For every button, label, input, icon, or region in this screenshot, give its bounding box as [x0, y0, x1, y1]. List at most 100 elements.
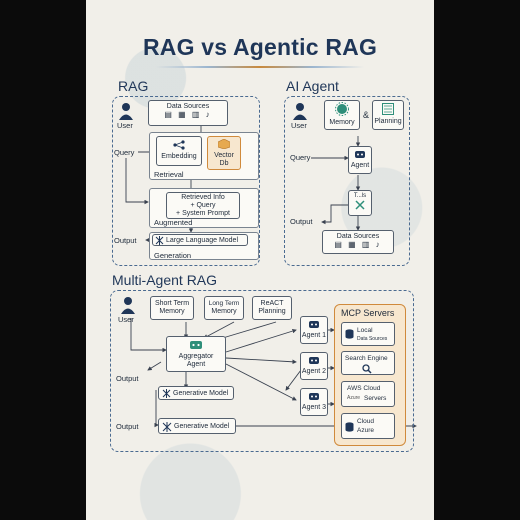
mcp-local-data-sources: Local Data Sources [341, 322, 395, 346]
rag-output-label: Output [114, 236, 137, 245]
robot-icon [309, 393, 319, 400]
azure-sub-label: Azure [347, 395, 361, 401]
agent-1-label: Agent 1 [301, 332, 327, 339]
rag-panel [112, 96, 260, 266]
checklist-icon [382, 103, 394, 115]
page-title: RAG vs Agentic RAG [142, 34, 378, 60]
agent-panel [284, 96, 410, 266]
gen-model-2-label: Generative Model [174, 423, 230, 430]
rag-user-label: User [117, 121, 133, 130]
agent-planning-box: Planning [372, 100, 404, 130]
agent-3-label: Agent 3 [301, 404, 327, 411]
gen-model-2-box: Generative Model [158, 418, 236, 434]
database-icon [345, 329, 354, 339]
mcp-cloud-azure: Cloud Azure [341, 413, 395, 439]
aws-line-1: AWS Cloud [347, 385, 381, 392]
agent-3-box: Agent 3 [300, 388, 328, 416]
rag-retrieval-label: Retrieval [154, 170, 184, 179]
local-line-1: Local [357, 327, 373, 334]
short-term-line-1: Short Term [154, 300, 190, 307]
cube-icon [217, 138, 231, 150]
search-engine-label: Search Engine [345, 355, 388, 362]
rag-data-sources-label: Data Sources [166, 103, 210, 110]
poster: RAG vs Agentic RAG [86, 0, 434, 520]
mcp-servers-title: MCP Servers [341, 308, 395, 318]
aggregator-agent-box: Aggregator Agent [166, 336, 226, 372]
data-source-icons: ▤ ▦ ▥ ♪ [334, 240, 382, 249]
rag-embedding-box: Embedding [156, 136, 202, 166]
model-network-icon [155, 236, 164, 245]
rag-vector-label-1: Vector [214, 152, 234, 159]
agent-label: Agent [350, 162, 370, 169]
mcp-servers-panel: MCP Servers Local Data Sources Search En… [334, 304, 406, 446]
aggregator-line-2: Agent [186, 361, 206, 368]
agent-data-sources-label: Data Sources [336, 233, 380, 240]
agent-user-label: User [291, 121, 307, 130]
react-planning-box: ReACT Planning [252, 296, 292, 320]
gen-model-1-label: Generative Model [173, 390, 229, 397]
rag-vector-db-box: Vector Db [207, 136, 241, 170]
long-term-line-2: Memory [211, 308, 237, 315]
share-nodes-icon [173, 140, 185, 150]
multi-panel [110, 290, 414, 452]
user-icon [119, 103, 133, 120]
model-network-icon [162, 422, 172, 432]
wrench-icon [355, 200, 365, 210]
database-icon [345, 422, 354, 432]
robot-icon [355, 151, 365, 158]
mcp-search-engine: Search Engine [341, 351, 395, 375]
agent-1-box: Agent 1 [300, 316, 328, 344]
model-network-icon [162, 389, 171, 398]
agent-output-label: Output [290, 217, 313, 226]
data-source-icons: ▤ ▦ ▥ ♪ [164, 110, 212, 119]
agent-tools-box: T...ls [348, 190, 372, 216]
rag-llm-label: Large Language Model [166, 237, 239, 244]
react-line-1: ReACT [260, 300, 284, 307]
rag-query-label: Query [114, 148, 135, 157]
search-icon [362, 364, 372, 374]
multi-output-1-label: Output [116, 374, 139, 383]
agent-data-sources-box: Data Sources ▤ ▦ ▥ ♪ [322, 230, 394, 254]
agent-heading: AI Agent [286, 78, 339, 94]
react-line-2: Planning [258, 308, 286, 315]
rag-heading: RAG [118, 78, 149, 94]
aggregator-line-1: Aggregator [178, 353, 214, 360]
rag-vector-label-2: Db [219, 160, 229, 167]
cloud-line-2: Azure [357, 427, 374, 434]
mcp-aws-cloud: AWS Cloud Azure Servers [341, 381, 395, 407]
cloud-line-1: Cloud [357, 418, 374, 425]
rag-retrieved-info-box: Retrieved Info + Query + System Prompt [166, 192, 240, 219]
aws-line-2: Servers [364, 395, 387, 402]
rag-augmented-label: Augmented [154, 218, 193, 227]
robot-icon [190, 341, 202, 349]
agent-memory-label: Memory [329, 119, 355, 126]
local-line-2: Data Sources [357, 336, 388, 342]
robot-icon [309, 321, 319, 328]
gen-model-1-box: Generative Model [158, 386, 234, 400]
long-term-line-1: Long Term [208, 300, 240, 307]
agent-query-label: Query [290, 153, 311, 162]
rag-llm-box: Large Language Model [152, 234, 248, 246]
robot-icon [309, 357, 319, 364]
short-term-memory-box: Short Term Memory [150, 296, 194, 320]
agent-2-label: Agent 2 [301, 368, 327, 375]
multi-output-2-label: Output [116, 422, 139, 431]
title-underline [156, 66, 364, 68]
agent-tools-label: T...ls [353, 193, 367, 199]
rag-generation-label: Generation [154, 251, 192, 260]
rag-data-sources-box: Data Sources ▤ ▦ ▥ ♪ [148, 100, 228, 126]
multi-user-label: User [118, 315, 134, 324]
agent-2-box: Agent 2 [300, 352, 328, 380]
agent-memory-box: Memory [324, 100, 360, 130]
user-icon [293, 103, 307, 120]
short-term-line-2: Memory [159, 308, 185, 315]
agent-box: Agent [348, 146, 372, 174]
long-term-memory-box: Long Term Memory [204, 296, 244, 320]
memory-brain-icon [335, 102, 349, 116]
retrieved-info-line-1: Retrieved Info [181, 194, 225, 201]
user-icon [121, 297, 135, 314]
rag-embedding-label: Embedding [161, 153, 197, 160]
agent-planning-label: Planning [374, 118, 402, 125]
ampersand: & [363, 110, 370, 120]
retrieved-info-line-3: + System Prompt [176, 210, 230, 217]
